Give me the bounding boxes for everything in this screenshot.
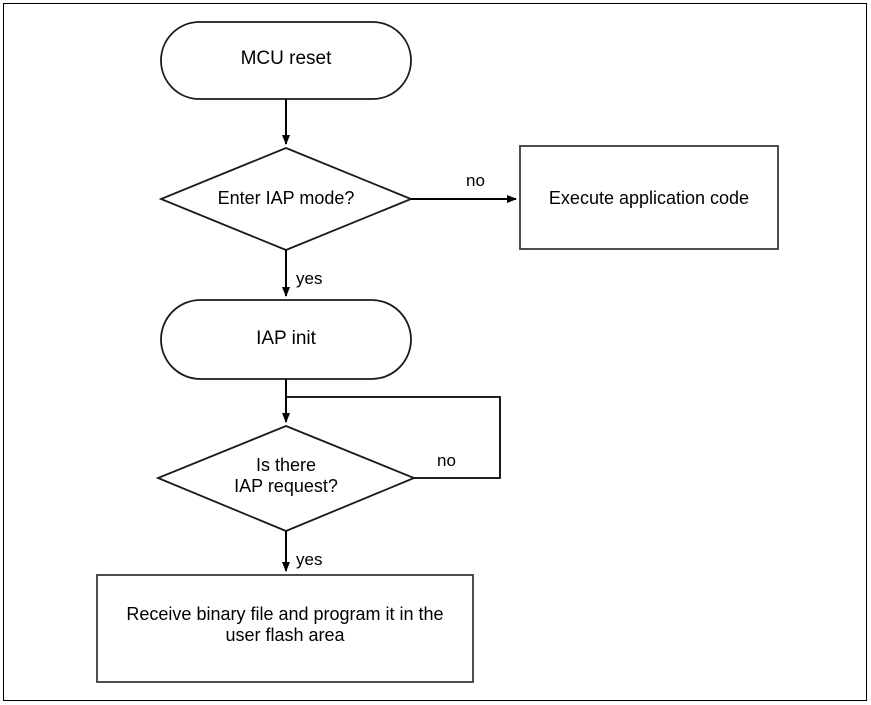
node-receive-binary-file: [96, 574, 474, 683]
node-execute-application-code: [519, 145, 779, 250]
edge-label-decision2-yes: yes: [296, 550, 323, 569]
node-is-there-iap-request: [155, 425, 417, 532]
node-mcu-reset: [160, 21, 412, 100]
page-frame-border: [3, 3, 867, 701]
edge-decision2-no-loop: [286, 396, 501, 479]
edge-label-decision1-yes: yes: [296, 269, 323, 288]
node-enter-iap-mode: [158, 147, 414, 251]
node-iap-init: [160, 299, 412, 380]
edge-label-decision2-no: no: [437, 451, 456, 470]
edge-label-decision1-no: no: [466, 171, 485, 190]
